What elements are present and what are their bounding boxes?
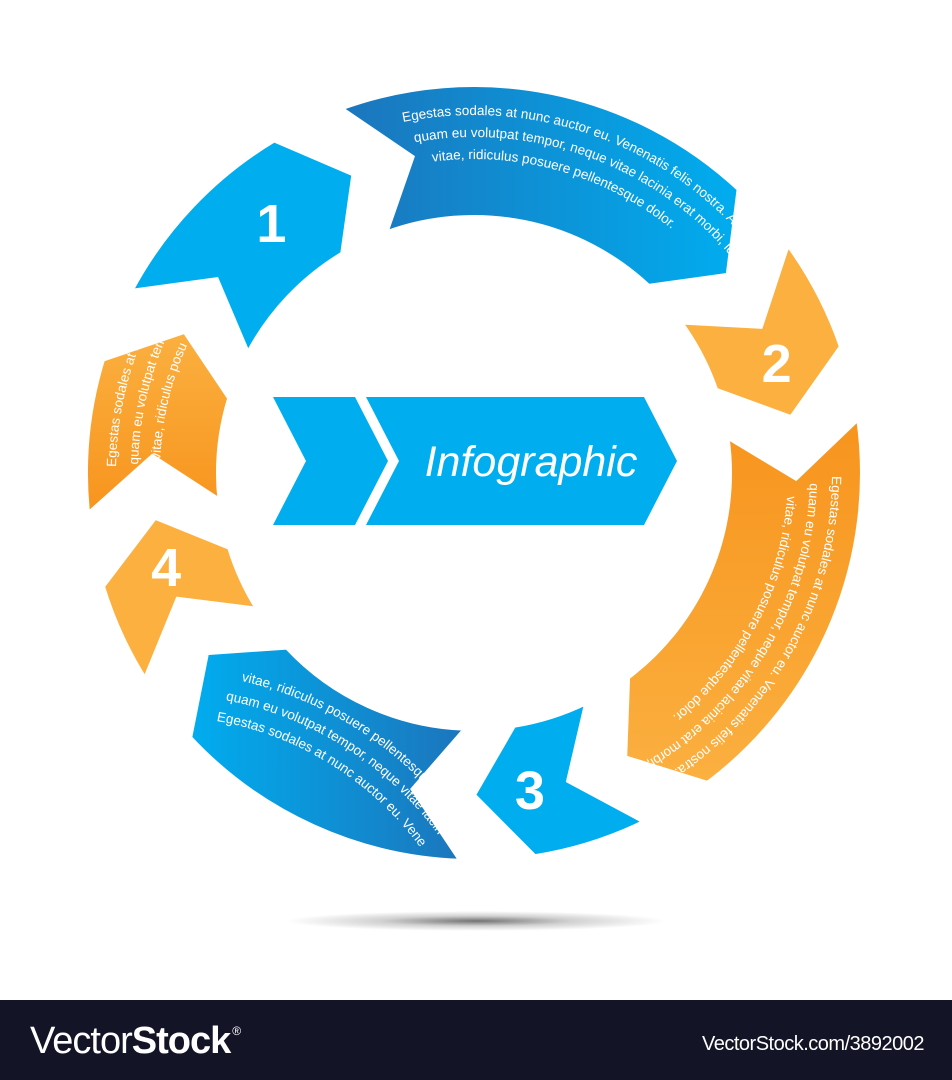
chevron-banner [366,397,677,525]
step-number: 1 [256,194,286,254]
stock-id: VectorStock.com/3892002 [702,1033,924,1055]
step-number: 3 [515,761,545,821]
step-2-text-band [623,414,864,786]
chevron-small-icon [273,397,388,525]
infographic-title: Infographic [425,438,638,486]
step-4-number-tab [100,515,261,683]
step-number: 2 [762,334,792,394]
brand-bold: Stock [131,1020,231,1062]
step-3-number-tab [471,699,649,859]
step-2-number-tab [677,240,844,420]
step-1-text-band [336,83,741,288]
step-4-text-band [84,329,232,518]
center-title-arrow: Infographic [273,397,677,525]
floor-shadow [286,911,666,931]
step-number: 4 [151,538,181,598]
vectorstock-logo: VectorStock® [30,1020,241,1063]
step-1-number-tab [127,138,356,358]
registered-mark-icon: ® [232,1024,241,1038]
step-description-line: quam eu volutpat tempor, neque vitae lac… [0,0,169,465]
brand-light: Vector [30,1020,133,1062]
watermark-footer: VectorStock® VectorStock.com/3892002 [0,1000,952,1080]
step-3-text-band [188,645,470,863]
